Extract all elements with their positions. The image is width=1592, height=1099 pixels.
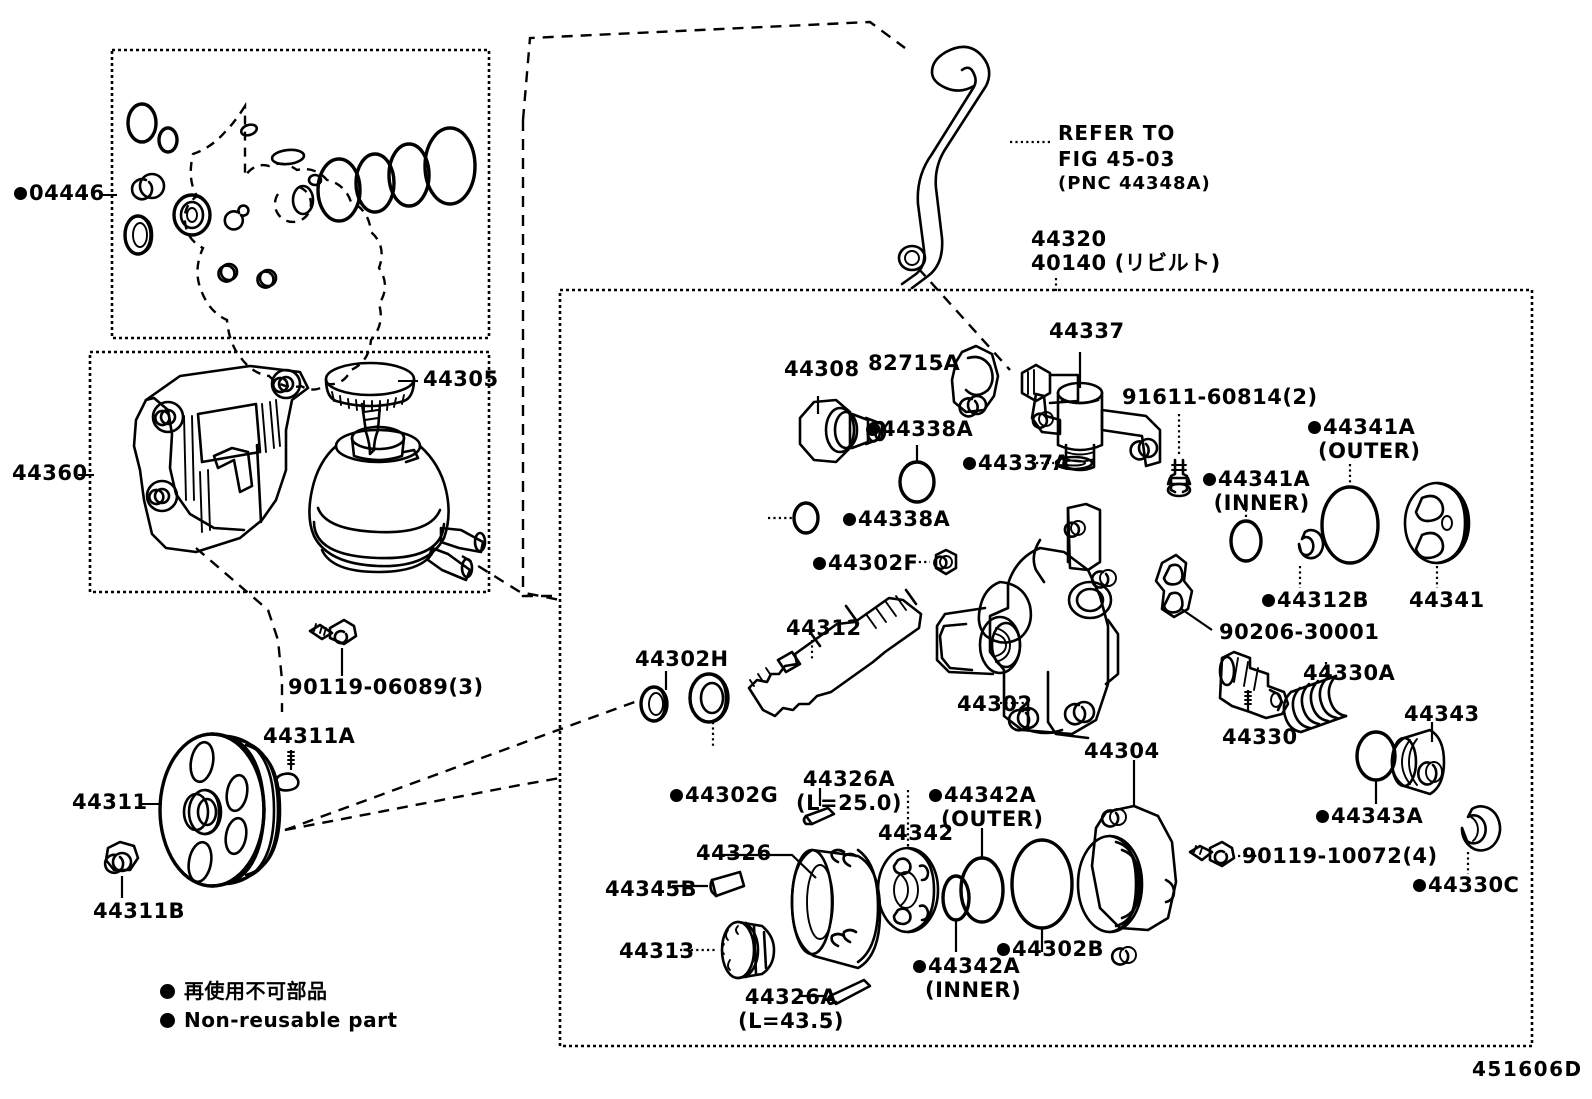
callout-valve-cap: 44343 — [1404, 702, 1480, 726]
non-reusable-marker-icon — [1316, 810, 1329, 823]
non-reusable-marker-icon — [1203, 473, 1216, 486]
pump-assy-number-1: 44320 — [1031, 227, 1107, 251]
cam-pin-short-number: 44326A — [744, 985, 838, 1009]
hose-ref-line-1: REFER TO — [1058, 121, 1176, 145]
callout-pressure-switch: 44308 — [784, 357, 860, 381]
non-reusable-marker-icon — [997, 943, 1010, 956]
callout-end-cover: 44341 — [1409, 588, 1485, 612]
callout-seal-kit: 04446 — [14, 181, 105, 206]
oil-seal-inner-note: (INNER) — [1213, 490, 1310, 515]
callout-oil-seal-44302h: 44302H — [635, 647, 729, 671]
figure-code: 451606D — [1472, 1057, 1583, 1081]
callout-cam-ring: 44326 — [696, 841, 772, 865]
callout-housing-bolt: 90119-10072(4) — [1242, 844, 1438, 868]
non-reusable-marker-icon — [963, 457, 976, 470]
callout-housing: 44302 — [957, 692, 1033, 716]
callout-rotor: 44313 — [619, 939, 695, 963]
legend-row-english: Non-reusable part — [160, 1008, 398, 1033]
callout-connector: 44337 — [1049, 319, 1125, 343]
leader-pulley — [142, 803, 162, 805]
pump-assy-number-2-row: 40140 (リビルト) — [1031, 250, 1221, 276]
pump-assy-number-2: 40140 — [1031, 250, 1107, 275]
plate-oring-inner-note: (INNER) — [925, 977, 1022, 1002]
callout-clamp: 82715A — [868, 351, 961, 375]
legend: 再使用不可部品 Non-reusable part — [160, 980, 398, 1039]
callout-bracket-assy: 44360 — [12, 461, 88, 485]
non-reusable-marker-icon — [1262, 594, 1275, 607]
callout-valve-spring: 44330A — [1303, 661, 1396, 685]
non-reusable-marker-icon — [813, 557, 826, 570]
callout-connector-oring: 44337A — [963, 451, 1070, 476]
leader-bracket-assy — [78, 474, 94, 476]
oil-seal-outer-note: (OUTER) — [1318, 438, 1421, 463]
callout-cam-pin-long: 44326A (L=25.0) — [796, 767, 902, 815]
non-reusable-marker-icon — [670, 789, 683, 802]
callout-plate-oring-inner: 44342A (INNER) — [913, 954, 1022, 1002]
legend-english-text: Non-reusable part — [184, 1008, 398, 1033]
callout-shaft: 44312 — [786, 616, 862, 640]
cam-pin-long-note: (L=25.0) — [796, 790, 902, 815]
callout-cam-pin-short: 44326A (L=43.5) — [738, 985, 844, 1033]
callout-oring-44302f: 44302F — [813, 551, 918, 576]
non-reusable-marker-icon — [866, 423, 879, 436]
callout-rear-housing: 44304 — [1084, 739, 1160, 763]
callout-valve-cap-oring: 44343A — [1316, 804, 1423, 829]
callout-vane-plate: 44345B — [605, 877, 698, 901]
non-reusable-marker-icon — [1413, 879, 1426, 892]
callout-pulley: 44311 — [72, 790, 148, 814]
cam-pin-long-number: 44326A — [802, 767, 896, 791]
callout-oil-seal-inner: 44341A (INNER) — [1203, 467, 1310, 515]
legend-japanese-text: 再使用不可部品 — [184, 979, 328, 1003]
leader-seal-kit — [100, 194, 117, 196]
callout-pulley-key: 44311A — [263, 724, 356, 748]
non-reusable-marker-icon — [913, 960, 926, 973]
callout-valve-clip: 44330C — [1413, 873, 1519, 898]
callout-pulley-nut: 44311B — [93, 899, 186, 923]
callout-snap-ring: 44312B — [1262, 588, 1369, 613]
callout-reservoir-cap: 44305 — [423, 367, 499, 391]
non-reusable-marker-icon — [929, 789, 942, 802]
callout-oil-seal-outer: 44341A (OUTER) — [1308, 415, 1421, 463]
leader-reservoir-cap — [398, 380, 418, 382]
cam-pin-short-note: (L=43.5) — [738, 1008, 844, 1033]
non-reusable-marker-icon — [1308, 421, 1321, 434]
callout-oring-44338a-bottom: 44338A — [843, 507, 950, 532]
plate-oring-outer-note: (OUTER) — [941, 806, 1044, 831]
non-reusable-marker-icon — [843, 513, 856, 526]
pump-assy-rebuilt-note: (リビルト) — [1114, 250, 1221, 275]
callout-side-plate: 44342 — [878, 821, 954, 845]
callout-bracket-bolt: 90119-06089(3) — [288, 675, 484, 699]
callout-oring-44338a-top: 44338A — [866, 417, 973, 442]
callout-flow-valve: 44330 — [1222, 725, 1298, 749]
callout-rear-oring: 44302B — [997, 937, 1104, 962]
non-reusable-marker-icon — [14, 187, 27, 200]
callout-hose-reference: REFER TO FIG 45-03 (PNC 44348A) — [1058, 120, 1211, 195]
callout-plate-oring-outer: 44342A (OUTER) — [929, 783, 1044, 831]
callout-oring-44302g: 44302G — [670, 783, 778, 808]
callout-union-bolt: 91611-60814(2) — [1122, 385, 1318, 409]
hose-ref-line-3: (PNC 44348A) — [1058, 173, 1211, 194]
callout-pump-assy: 44320 40140 (リビルト) — [1031, 227, 1221, 276]
legend-row-japanese: 再使用不可部品 — [160, 980, 398, 1002]
non-reusable-marker-icon — [160, 1013, 175, 1029]
callout-pin: 90206-30001 — [1219, 620, 1380, 644]
non-reusable-marker-icon — [160, 983, 175, 999]
hose-ref-line-2: FIG 45-03 — [1058, 147, 1176, 171]
